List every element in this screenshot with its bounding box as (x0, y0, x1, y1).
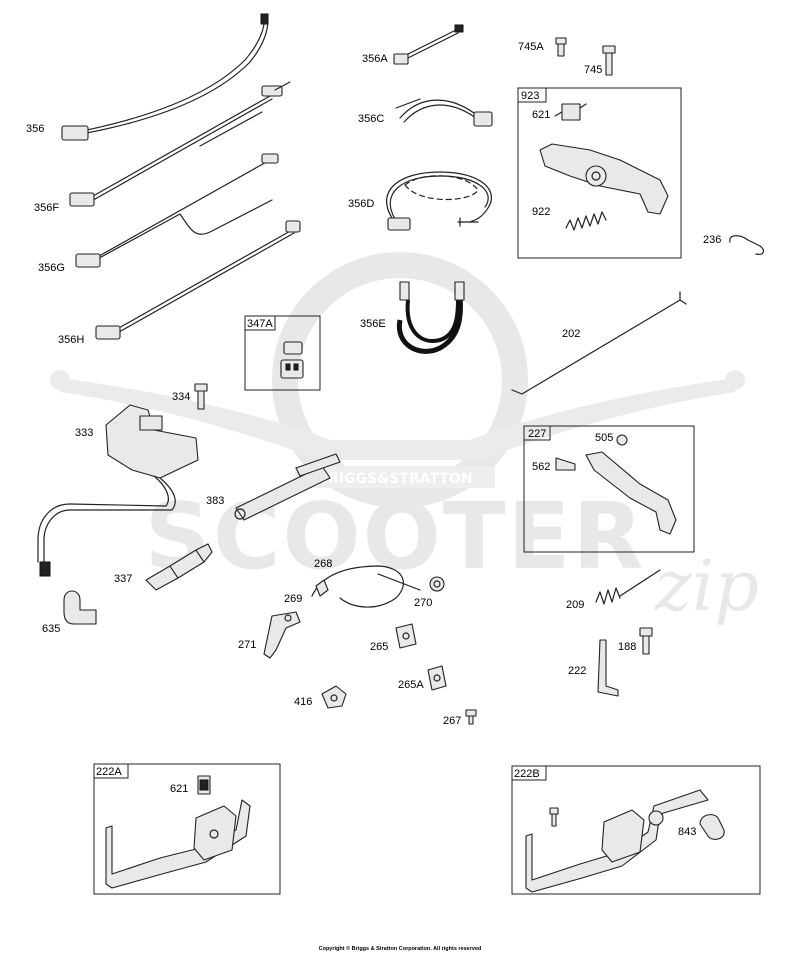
part-356-wire (61, 13, 269, 141)
label-621-top: 621 (532, 109, 550, 121)
label-356D: 356D (348, 198, 374, 210)
label-356C: 356C (358, 113, 384, 125)
label-271: 271 (238, 639, 256, 651)
part-347A-switch (280, 341, 304, 379)
part-265A-clip (427, 665, 447, 691)
label-265: 265 (370, 641, 388, 653)
label-922: 922 (532, 206, 550, 218)
label-923: 923 (521, 90, 539, 102)
kit-222B-box (511, 765, 761, 895)
label-270: 270 (414, 597, 432, 609)
label-268: 268 (314, 558, 332, 570)
label-188: 188 (618, 641, 636, 653)
part-270-nut (429, 576, 445, 592)
label-347A: 347A (247, 318, 273, 330)
part-202-rod (511, 291, 687, 395)
part-236-link (729, 235, 765, 255)
label-222A: 222A (96, 766, 122, 778)
label-745A: 745A (518, 41, 544, 53)
label-356F: 356F (34, 202, 59, 214)
part-333-ignition-coil (37, 404, 199, 577)
part-843-knob (699, 814, 725, 840)
watermark-brand-band (295, 466, 495, 488)
label-334: 334 (172, 391, 190, 403)
label-505: 505 (595, 432, 613, 444)
part-209-spring (595, 569, 661, 605)
part-222A-assembly (105, 775, 251, 889)
label-621-222A: 621 (170, 783, 188, 795)
part-923-governor-control (539, 103, 669, 215)
watermark-wing-tip-left (50, 370, 70, 390)
watermark-brand-text: BRIGGS&STRATTON (317, 471, 472, 487)
label-416: 416 (294, 696, 312, 708)
part-635-boot (63, 590, 97, 625)
label-745: 745 (584, 64, 602, 76)
label-383: 383 (206, 495, 224, 507)
kit-227-box (523, 425, 695, 553)
label-356E: 356E (360, 318, 386, 330)
kit-923-tag (517, 87, 547, 103)
label-269: 269 (284, 593, 302, 605)
label-356: 356 (26, 123, 44, 135)
label-209: 209 (566, 599, 584, 611)
label-267: 267 (443, 715, 461, 727)
watermark: BRIGGS&STRATTON SCOOTER zip (50, 252, 759, 627)
part-356A-wire (393, 24, 464, 65)
watermark-wings (60, 378, 735, 460)
label-265A: 265A (398, 679, 424, 691)
kit-222A-tag (93, 763, 129, 779)
label-227: 227 (528, 428, 546, 440)
label-356A: 356A (362, 53, 388, 65)
kit-347A-tag (244, 315, 276, 331)
watermark-name-text: SCOOTER (145, 483, 646, 590)
watermark-wing-tip-right (725, 370, 745, 390)
part-227-bracket (555, 434, 677, 535)
watermark-ring (272, 252, 528, 508)
kit-222B-tag (511, 765, 547, 781)
copyright-notice: Copyright © Briggs & Stratton Corporatio… (319, 945, 482, 952)
part-267-screw (465, 709, 477, 725)
label-202: 202 (562, 328, 580, 340)
part-271-lever (263, 611, 301, 659)
label-333: 333 (75, 427, 93, 439)
part-745A-bolt (555, 37, 567, 57)
part-356C-wire (395, 98, 493, 127)
label-222: 222 (568, 665, 586, 677)
label-356G: 356G (38, 262, 65, 274)
part-356E-wire (396, 281, 465, 354)
label-562: 562 (532, 461, 550, 473)
kit-347A-box (244, 315, 321, 391)
part-222-bracket (597, 639, 619, 697)
part-922-spring (565, 211, 607, 231)
label-356H: 356H (58, 334, 84, 346)
watermark-script-text: zip (654, 545, 759, 627)
kit-222A-box (93, 763, 281, 895)
part-268-cable (311, 565, 421, 608)
part-265-clip (395, 623, 417, 649)
label-236: 236 (703, 234, 721, 246)
label-635: 635 (42, 623, 60, 635)
part-334-screw (194, 383, 208, 410)
part-416-clamp (321, 685, 347, 709)
part-356H-wire (95, 220, 301, 340)
kit-923-box (517, 87, 682, 259)
kit-227-tag (523, 425, 551, 441)
label-337: 337 (114, 573, 132, 585)
part-383-tool (234, 453, 341, 521)
part-356G-wire (75, 153, 279, 268)
label-843: 843 (678, 826, 696, 838)
part-356F-wire (69, 81, 291, 207)
part-337-spark-plug (145, 543, 213, 591)
part-745-bolt (602, 45, 616, 76)
part-222B-assembly (525, 789, 709, 893)
part-356D-wire (386, 171, 493, 231)
part-188-bolt (639, 627, 653, 655)
label-222B: 222B (514, 768, 540, 780)
